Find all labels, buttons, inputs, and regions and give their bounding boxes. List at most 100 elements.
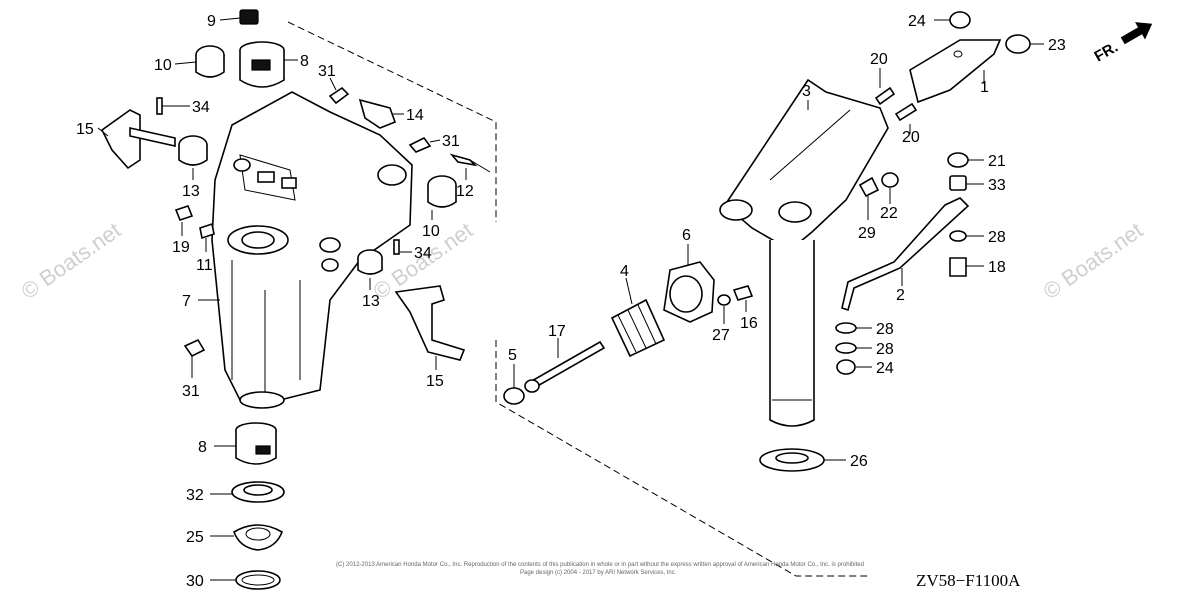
callout-8[interactable]: 8 [198,439,207,456]
part-31-grease-fitting-mid[interactable] [408,136,432,153]
callout-6[interactable]: 6 [682,227,691,244]
part-8-bushing-lower[interactable] [235,422,277,465]
front-direction-indicator: FR. [1092,22,1153,66]
diagram-code: ZV58−F1100A [916,571,1021,590]
callout-11[interactable]: 11 [196,257,213,274]
part-18-bolt[interactable] [949,257,967,277]
part-3-swivel-bracket[interactable] [719,78,889,251]
callout-24[interactable]: 24 [908,13,926,30]
part-33-spacer[interactable] [949,175,967,191]
callout-28[interactable]: 28 [876,341,894,358]
part-steering-shaft[interactable] [769,240,815,427]
callout-14[interactable]: 14 [406,107,424,124]
callout-17[interactable]: 17 [548,323,566,340]
part-15-bracket-lower[interactable] [394,285,466,361]
left-group-boundary [287,21,497,222]
callout-8[interactable]: 8 [300,53,309,70]
part-34-pin-upper[interactable] [156,97,163,115]
callout-5[interactable]: 5 [508,347,517,364]
callout-13[interactable]: 13 [182,183,200,200]
part-13-collar-upper[interactable] [178,135,208,166]
callout-34[interactable]: 34 [192,99,210,116]
callout-31[interactable]: 31 [442,133,460,150]
part-21-nut[interactable] [947,152,969,168]
callout-20[interactable]: 20 [902,129,920,146]
callout-28[interactable]: 28 [876,321,894,338]
part-9-key[interactable] [239,9,259,25]
callout-27[interactable]: 27 [712,327,730,344]
part-14-clip[interactable] [358,98,397,129]
part-28-washer-upper[interactable] [949,230,967,242]
part-28-washer-b[interactable] [835,342,857,354]
part-13-collar-mid[interactable] [357,249,383,275]
callout-2[interactable]: 2 [896,287,905,304]
part-28-washer-a[interactable] [835,322,857,334]
part-16-bolt[interactable] [732,285,754,301]
callout-13[interactable]: 13 [362,293,380,310]
part-31-grease-fitting-top[interactable] [328,86,350,105]
callout-33[interactable]: 33 [988,177,1006,194]
part-23-cap-nut[interactable] [1005,34,1031,54]
part-26-washer[interactable] [759,448,825,472]
part-12-spring[interactable] [449,153,491,173]
watermark-right: © Boats.net [1039,217,1148,304]
part-34-pin-mid[interactable] [393,239,400,255]
part-4-rubber-mount[interactable] [610,298,666,358]
callout-16[interactable]: 16 [740,315,758,332]
part-19-bolt[interactable] [174,205,194,221]
part-17-through-bolt[interactable] [524,340,606,393]
callout-31[interactable]: 31 [318,63,336,80]
callout-1[interactable]: 1 [980,79,989,96]
callout-26[interactable]: 26 [850,453,868,470]
part-20-pin-mid[interactable] [894,102,918,122]
part-22-nut[interactable] [881,172,899,188]
callout-31[interactable]: 31 [182,383,200,400]
callout-18[interactable]: 18 [988,259,1006,276]
part-6-mount-housing[interactable] [663,261,715,323]
callout-15[interactable]: 15 [426,373,444,390]
callout-24[interactable]: 24 [876,360,894,377]
part-29-washer[interactable] [858,176,880,198]
callout-29[interactable]: 29 [858,225,876,242]
part-24-nut-lower[interactable] [836,359,856,375]
part-15-bracket-upper[interactable] [100,109,176,170]
copyright-line-2: Page design (c) 2004 - 2017 by ARI Netwo… [520,570,677,576]
callout-20[interactable]: 20 [870,51,888,68]
callout-10[interactable]: 10 [154,57,172,74]
part-11-bolt[interactable] [199,222,215,240]
part-31-grease-fitting-low[interactable] [183,338,206,358]
part-24-nut-top[interactable] [949,11,971,29]
front-arrow-icon [1120,22,1153,45]
copyright-line-1: (C) 2012-2013 American Honda Motor Co., … [336,562,864,568]
part-8-bushing-upper[interactable] [239,41,285,88]
part-30-circlip[interactable] [235,570,281,590]
part-10-collar-mid[interactable] [427,175,457,208]
callout-28[interactable]: 28 [988,229,1006,246]
callout-25[interactable]: 25 [186,529,204,546]
svg-text:FR.: FR. [1092,39,1121,66]
part-1-steering-arm[interactable] [909,39,1002,104]
part-10-collar-upper[interactable] [195,45,225,78]
callout-12[interactable]: 12 [456,183,474,200]
part-7-swivel-case[interactable] [211,91,413,409]
part-32-seal[interactable] [231,481,285,503]
callout-22[interactable]: 22 [880,205,898,222]
part-27-washer[interactable] [717,294,731,306]
callout-15[interactable]: 15 [76,121,94,138]
part-25-plate[interactable] [233,524,283,551]
part-2-link-rod[interactable] [841,197,970,312]
callout-23[interactable]: 23 [1048,37,1066,54]
callout-9[interactable]: 9 [207,13,216,30]
callout-7[interactable]: 7 [182,293,191,310]
part-5-cap[interactable] [503,387,525,405]
callout-34[interactable]: 34 [414,245,432,262]
callout-3[interactable]: 3 [802,83,811,100]
callout-32[interactable]: 32 [186,487,204,504]
callout-19[interactable]: 19 [172,239,190,256]
callout-30[interactable]: 30 [186,573,204,590]
callout-10[interactable]: 10 [422,223,440,240]
callout-4[interactable]: 4 [620,263,629,280]
part-20-pin-top[interactable] [874,86,896,106]
callout-21[interactable]: 21 [988,153,1006,170]
callout-labels: 9 10 8 31 34 15 14 31 13 12 10 19 11 34 … [76,13,1066,590]
